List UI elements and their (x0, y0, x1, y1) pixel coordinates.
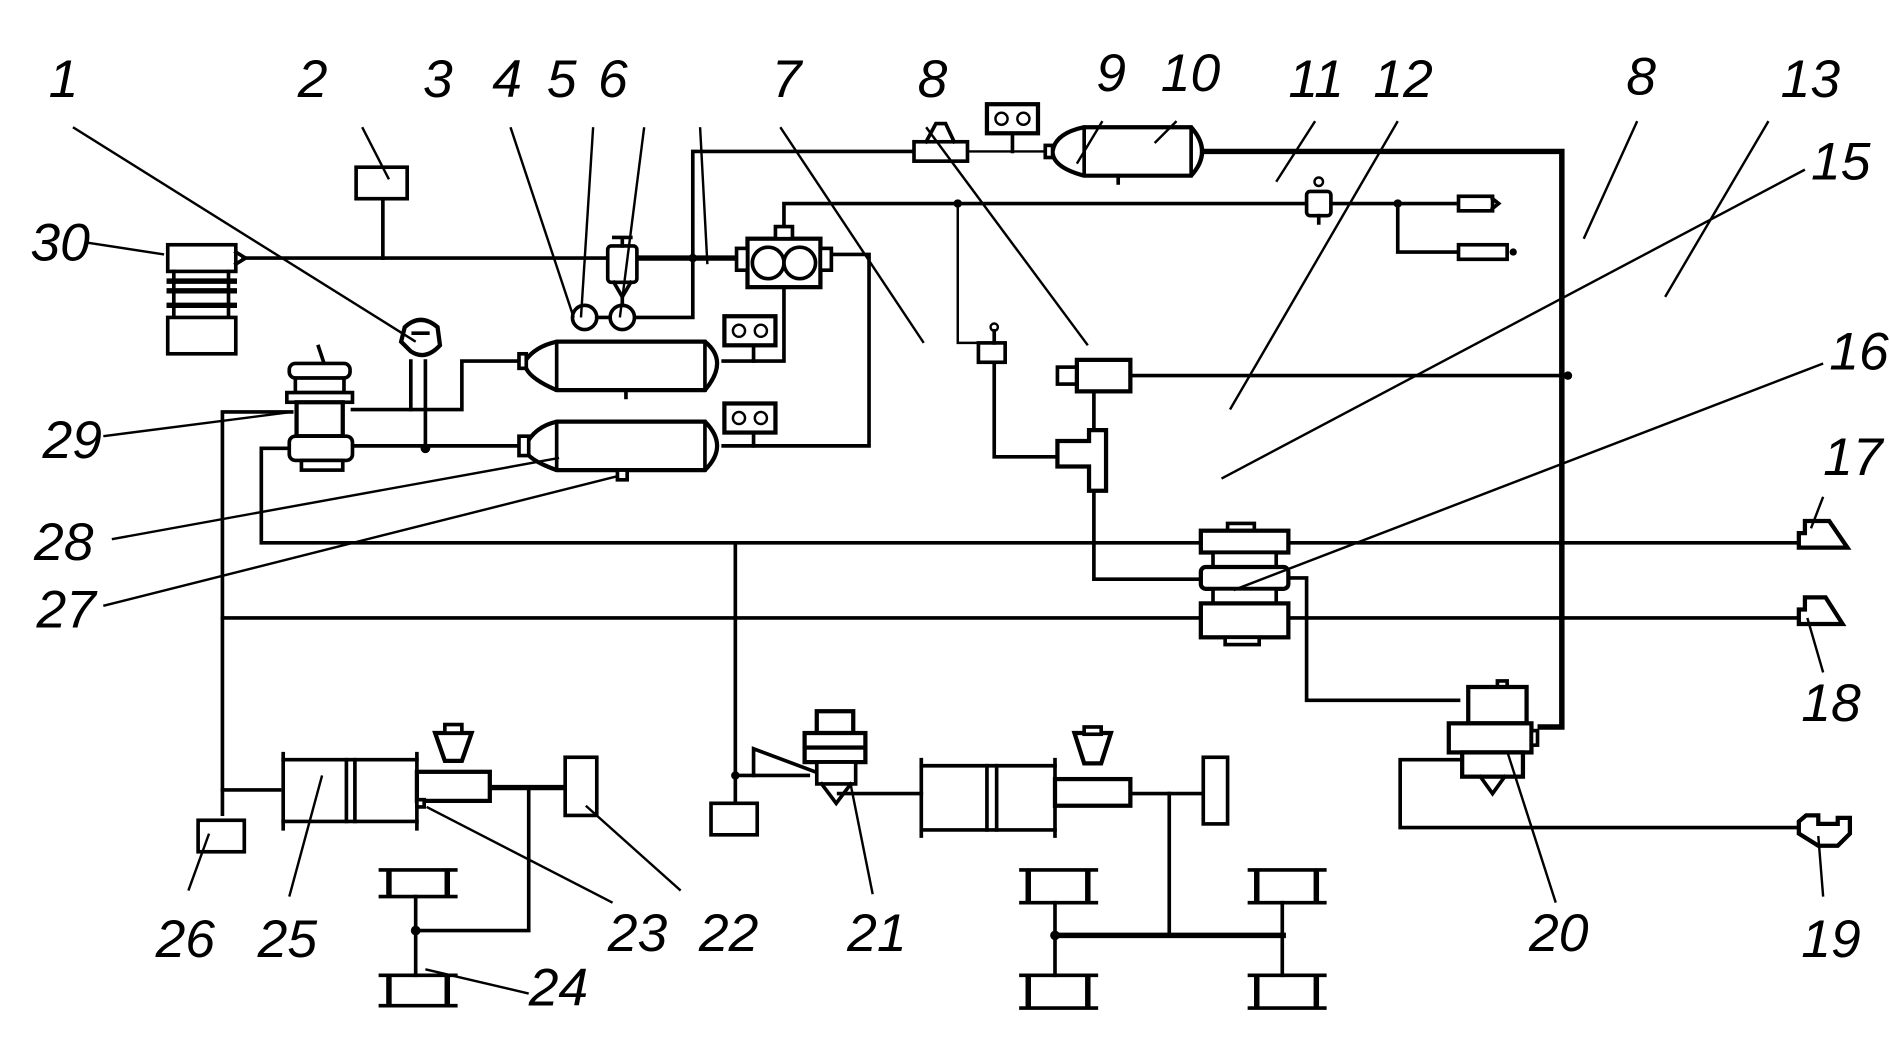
callout-labels: 1 2 3 4 5 6 7 8 9 10 11 12 8 13 14 15 16… (30, 44, 1889, 1018)
callout-1: 1 (49, 50, 79, 109)
callout-8-right: 8 (1626, 48, 1656, 107)
component-26 (196, 818, 247, 854)
receiver-28 (517, 419, 720, 482)
relay-valve-15 (1055, 428, 1109, 493)
pipe-7-to-receiver-3 (721, 288, 786, 363)
callout-17: 17 (1823, 428, 1885, 487)
valve-8a (976, 322, 1007, 365)
valve-9 (912, 121, 970, 163)
pipe-to-valve-9 (690, 149, 916, 260)
pipe-29-to-receiver-3 (350, 359, 523, 412)
junction-dot (1563, 371, 1573, 380)
pipe-8-to-14 (1395, 201, 1461, 254)
callout-15: 15 (1811, 132, 1871, 191)
valve-21 (802, 709, 868, 807)
callout-19: 19 (1801, 910, 1860, 969)
callout-27: 27 (35, 581, 98, 640)
callout-20: 20 (1528, 904, 1589, 963)
pressure-gauge (398, 317, 443, 358)
callout-13: 13 (1781, 50, 1841, 109)
leader-lines (72, 120, 1825, 995)
protection-valve (734, 224, 834, 290)
pipelines (220, 148, 1801, 978)
callout-7: 7 (772, 50, 804, 109)
callout-18: 18 (1801, 674, 1861, 733)
callout-30: 30 (30, 214, 90, 273)
callout-9: 9 (1096, 44, 1126, 103)
callout-26: 26 (155, 910, 216, 969)
pipe-to-valve-8a (956, 203, 979, 345)
coupling-head-17 (1796, 518, 1852, 550)
component-14 (1456, 242, 1517, 262)
callout-16: 16 (1829, 323, 1889, 382)
coupling-head-19 (1796, 813, 1853, 848)
callout-10: 10 (1161, 44, 1221, 103)
callout-21: 21 (846, 904, 906, 963)
gauge-block-b (722, 401, 778, 435)
pipe-receiver-11-main (1203, 148, 1565, 730)
junction-dot (410, 925, 421, 936)
pipe-8a-to-15 (992, 359, 1060, 459)
drain-valve (615, 468, 629, 482)
gauge-block-10 (984, 102, 1041, 154)
component-12 (1055, 357, 1133, 394)
valve-8b (1304, 176, 1333, 225)
pipe-20-to-19 (1398, 757, 1801, 830)
pipe-29-to-chamber-25 (220, 410, 294, 792)
slack-adjuster-22 (563, 755, 599, 818)
gauge-block-a (722, 314, 778, 348)
junction-dot (1050, 930, 1060, 941)
component-4-circle (570, 303, 599, 332)
component-13 (1456, 194, 1502, 213)
junction-dot (1393, 199, 1403, 208)
pipe-15-to-16 (1092, 488, 1203, 581)
brake-chamber-right (919, 725, 1133, 838)
callout-29: 29 (42, 411, 102, 470)
wheel-set-right (1019, 868, 1327, 1010)
callout-12: 12 (1373, 50, 1432, 109)
callout-22: 22 (698, 904, 758, 963)
wheel-set-24 (378, 868, 458, 1008)
junction-dots (410, 199, 1573, 941)
junction-dot (731, 771, 740, 780)
callout-3: 3 (423, 50, 453, 109)
junction-dot (688, 253, 698, 263)
callout-28: 28 (33, 513, 94, 572)
receiver-3 (517, 339, 720, 400)
junction-dot (420, 443, 431, 454)
component-23 (415, 797, 427, 809)
callout-6: 6 (598, 50, 628, 109)
callout-2: 2 (297, 50, 328, 109)
valve-16 (1198, 521, 1291, 647)
callout-8-left: 8 (918, 50, 948, 109)
callout-24: 24 (528, 959, 588, 1018)
component-mid-box (709, 801, 760, 837)
coupling-head-18 (1796, 595, 1847, 627)
receiver-11 (1043, 125, 1205, 185)
pipe-29-to-16-top (259, 446, 1203, 545)
brake-valve (285, 344, 355, 472)
brake-chamber-25 (281, 722, 492, 831)
pipe-5-to-main (630, 256, 695, 320)
pipe-axle-left-drop (417, 785, 531, 933)
callout-5: 5 (547, 50, 577, 109)
component-2-box (354, 165, 409, 201)
pipe-16-to-20 (1286, 576, 1461, 703)
pressure-regulator (605, 235, 639, 301)
pipe-7-to-receiver-28 (721, 252, 871, 448)
junction-dot (953, 199, 963, 208)
callout-11: 11 (1288, 50, 1344, 109)
slack-adjuster-right (1201, 755, 1230, 826)
valve-20 (1446, 679, 1540, 797)
callout-25: 25 (257, 910, 318, 969)
callout-23: 23 (607, 904, 668, 963)
component-5-circle (608, 303, 637, 332)
callout-4: 4 (492, 50, 522, 109)
pipe-7-to-valve-8 (782, 201, 1309, 226)
compressor (165, 242, 249, 356)
